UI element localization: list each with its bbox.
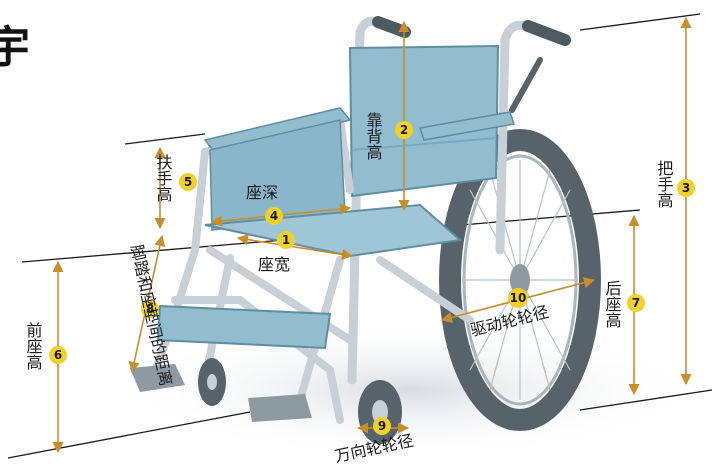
label-backrest-height: 靠背高 <box>364 112 383 160</box>
label-armrest-height: 扶手高 <box>154 154 173 202</box>
brake-lever <box>509 57 543 113</box>
svg-text:9: 9 <box>378 419 386 433</box>
ground-shadow <box>110 320 710 460</box>
svg-text:7: 7 <box>632 296 640 310</box>
badge-10: 10 <box>508 288 528 308</box>
footrest-right <box>248 394 312 422</box>
badge-7: 7 <box>627 294 645 312</box>
badge-6: 6 <box>49 346 67 364</box>
label-seat-depth: 座深 <box>246 183 278 202</box>
label-rear-seat-height: 后座高 <box>603 280 622 328</box>
svg-text:5: 5 <box>184 175 192 189</box>
svg-text:10: 10 <box>510 291 527 305</box>
handle-grips <box>372 16 571 46</box>
badge-5: 5 <box>179 173 197 191</box>
label-front-seat-height: 前座高 <box>24 322 43 370</box>
footrest-panel <box>156 304 332 350</box>
svg-text:3: 3 <box>682 181 690 195</box>
label-seat-width: 座宽 <box>258 255 290 274</box>
svg-text:2: 2 <box>400 123 408 137</box>
corner-glyph: 宇 <box>0 22 30 73</box>
svg-text:8: 8 <box>146 302 154 316</box>
wheelchair-illustration <box>130 16 601 444</box>
backrest-fabric <box>348 44 500 198</box>
badge-9: 9 <box>373 417 391 435</box>
armrests <box>203 107 515 154</box>
badge-1: 1 <box>277 231 295 249</box>
front-caster-left <box>198 358 226 406</box>
badge-2: 2 <box>395 121 413 139</box>
svg-text:6: 6 <box>54 348 62 362</box>
svg-text:4: 4 <box>270 209 278 223</box>
badge-4: 4 <box>265 207 283 225</box>
svg-text:1: 1 <box>282 233 290 247</box>
label-handle-height: 把手高 <box>655 160 674 208</box>
badge-8: 8 <box>141 300 159 318</box>
badge-3: 3 <box>677 179 695 197</box>
